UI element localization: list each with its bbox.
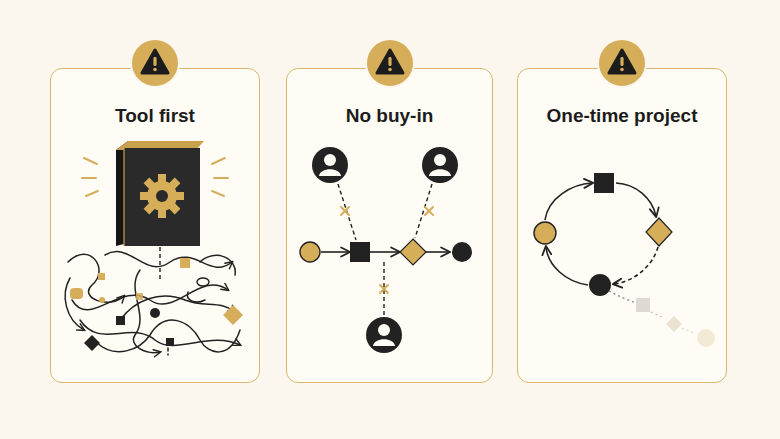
warning-icon bbox=[598, 39, 646, 87]
cross-marks bbox=[341, 207, 433, 293]
decision-diamond bbox=[646, 218, 672, 246]
end-circle bbox=[589, 274, 611, 296]
start-circle bbox=[534, 222, 556, 244]
tool-illustration bbox=[65, 141, 243, 355]
panel-title: One-time project bbox=[518, 105, 726, 128]
process-square bbox=[594, 173, 614, 193]
process-square bbox=[350, 242, 370, 262]
problem-panel: No buy-in bbox=[286, 68, 493, 383]
dashed-link bbox=[159, 247, 160, 282]
start-circle bbox=[300, 242, 320, 262]
dashed-links bbox=[338, 184, 432, 316]
cycle-arrows bbox=[545, 183, 658, 285]
buy-in-illustration bbox=[300, 147, 472, 353]
faded-diamond bbox=[666, 316, 682, 332]
faded-circle bbox=[697, 329, 715, 347]
gear-symbol bbox=[140, 174, 184, 218]
end-circle bbox=[452, 242, 472, 262]
tangled-lines bbox=[65, 252, 240, 355]
problem-panel: One-time project bbox=[517, 68, 727, 383]
tool-box bbox=[124, 148, 200, 246]
person-icon bbox=[422, 147, 458, 183]
problem-panel: Tool first bbox=[50, 68, 260, 383]
fading-trail bbox=[609, 291, 636, 303]
cycle-illustration bbox=[534, 173, 715, 347]
panel-ground bbox=[50, 68, 260, 383]
panel-ground bbox=[517, 68, 727, 383]
decision-diamond bbox=[400, 239, 426, 265]
tangle-nodes bbox=[70, 258, 243, 351]
warning-icon bbox=[366, 39, 414, 87]
panel-title: No buy-in bbox=[287, 105, 492, 128]
warning-icon bbox=[131, 39, 179, 87]
flow-arrows bbox=[321, 251, 449, 253]
panel-ground bbox=[286, 68, 493, 383]
faded-square bbox=[636, 298, 650, 312]
panel-title: Tool first bbox=[51, 105, 259, 128]
person-icon bbox=[366, 317, 402, 353]
person-icon bbox=[312, 147, 348, 183]
